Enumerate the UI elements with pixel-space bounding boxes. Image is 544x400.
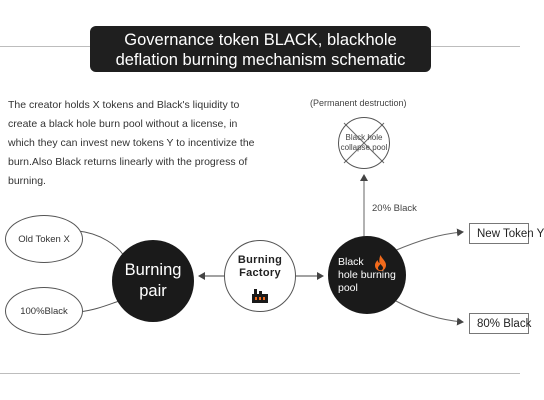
diagram-title: Governance token BLACK, blackhole deflat… [90, 26, 431, 72]
bottom-rule [0, 373, 520, 374]
black-80-output: 80% Black [469, 313, 531, 334]
collapse-pool-node: Black hole collapse pool [338, 117, 390, 169]
flame-icon [375, 255, 386, 271]
burning-pair-line2: pair [139, 282, 167, 300]
collapse-pool-line2: collapse pool [340, 143, 388, 152]
burning-pool-line2: hole burning [338, 268, 396, 281]
burning-pool-line1: Black [338, 255, 364, 268]
twenty-percent-label: 20% Black [372, 203, 417, 214]
new-token-output: New Token Y [469, 223, 544, 244]
title-line-2: deflation burning mechanism schematic [115, 51, 406, 69]
arrow-pool-to-black-80 [393, 299, 464, 326]
old-token-node: Old Token X [5, 215, 83, 263]
description-text: The creator holds X tokens and Black's l… [8, 99, 255, 187]
black-100-label: 100%Black [20, 305, 68, 317]
collapse-pool-line1: Black hole [345, 133, 383, 142]
burning-pool-node: Black hole burning pool [328, 236, 406, 314]
title-line-1: Governance token BLACK, blackhole [124, 31, 397, 49]
arrow-pool-to-new-token [393, 228, 464, 252]
connector-old-to-pair [77, 230, 125, 257]
burning-factory-line2: Factory [239, 267, 281, 279]
permanent-destruction-label: (Permanent destruction) [310, 98, 407, 108]
burning-pair-node: Burning pair [112, 240, 194, 322]
factory-icon [252, 289, 268, 303]
old-token-label: Old Token X [18, 233, 70, 245]
burning-factory-line1: Burning [237, 254, 283, 266]
burning-pair-line1: Burning [124, 261, 182, 279]
black-100-node: 100%Black [5, 287, 83, 335]
burning-factory-node: Burning Factory [224, 240, 296, 312]
burning-pool-line3: pool [338, 281, 358, 294]
